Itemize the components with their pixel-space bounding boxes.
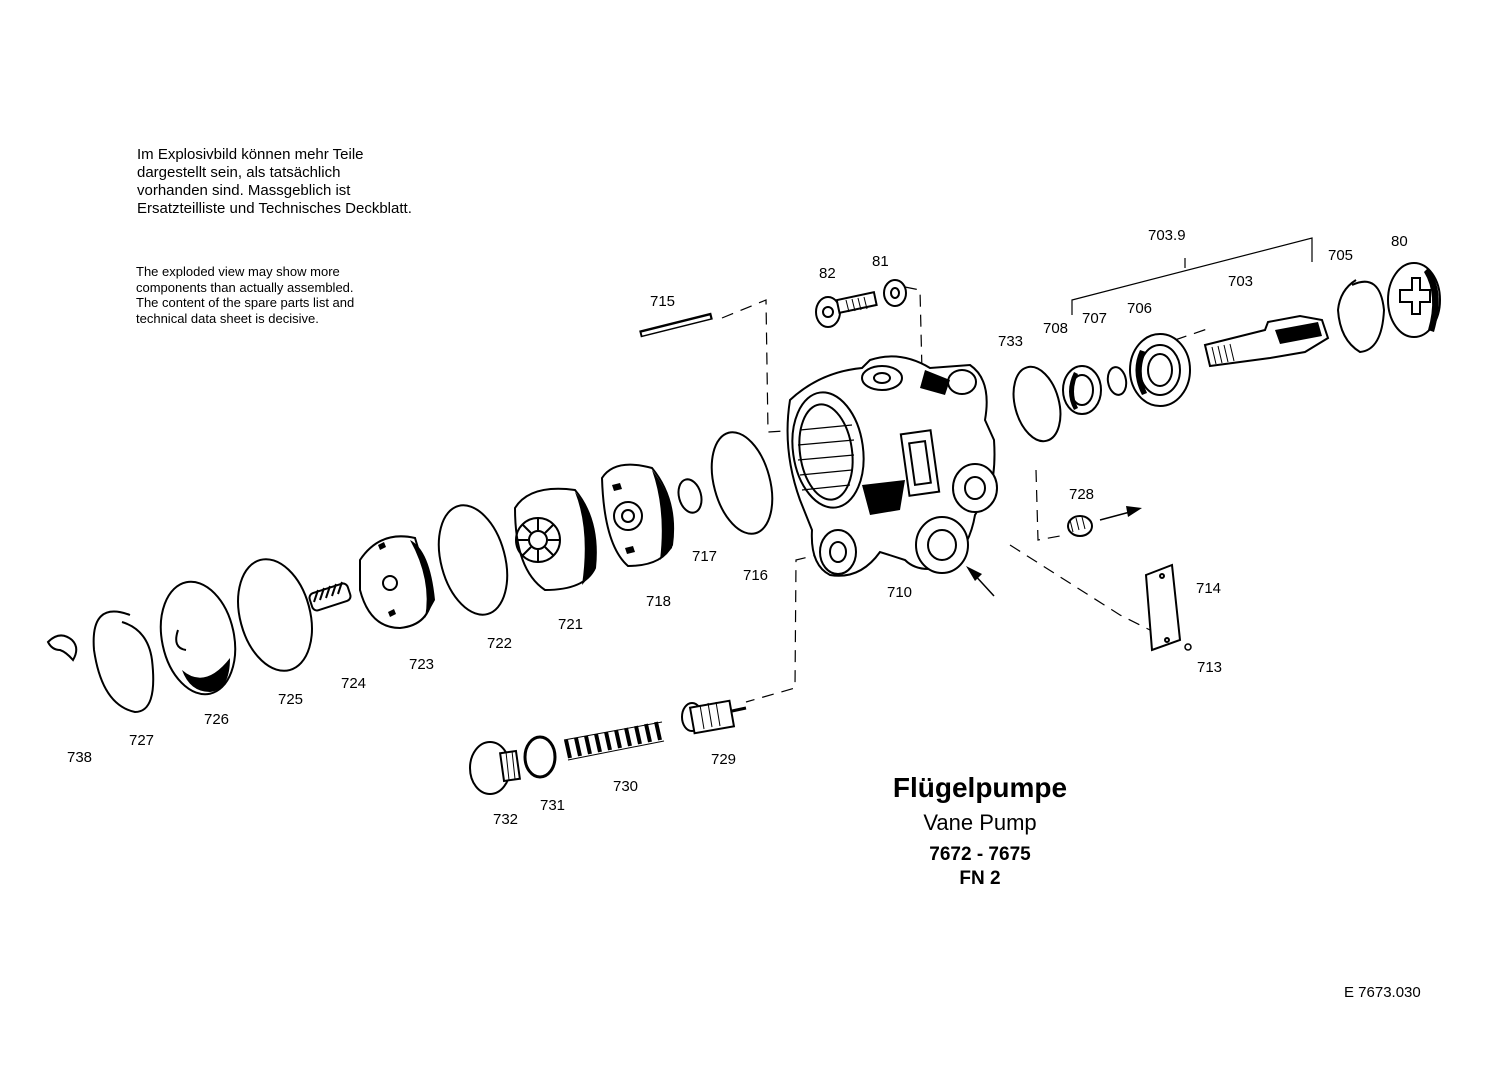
part-label: 724 xyxy=(341,675,366,692)
part-label: 716 xyxy=(743,567,768,584)
part-label: 727 xyxy=(129,732,154,749)
part-label: 721 xyxy=(558,616,583,633)
o-ring-717-icon xyxy=(677,478,703,514)
note-line: technical data sheet is decisive. xyxy=(136,310,319,326)
clip-738-icon xyxy=(46,634,78,662)
note-english: The exploded view may show more componen… xyxy=(136,264,354,326)
part-label: 723 xyxy=(409,656,434,673)
note-line: The exploded view may show more xyxy=(136,264,340,279)
note-german: Im Explosivbild können mehr Teile darges… xyxy=(137,146,412,218)
part-label: 717 xyxy=(692,548,717,565)
o-ring-725-icon xyxy=(237,558,313,672)
part-label: 82 xyxy=(819,265,836,282)
part-label: 80 xyxy=(1391,233,1408,250)
nozzle-728-icon xyxy=(1067,506,1142,537)
title-english: Vane Pump xyxy=(923,810,1037,835)
rotor-plate-718-icon xyxy=(600,463,675,568)
fn-code: FN 2 xyxy=(959,868,1001,889)
model-range: 7672 - 7675 xyxy=(929,844,1031,865)
part-label: 708 xyxy=(1043,320,1068,337)
part-label: 738 xyxy=(67,749,92,766)
note-line: Ersatzteilliste und Technisches Deckblat… xyxy=(137,200,412,217)
circlip-705-icon xyxy=(1336,279,1386,354)
part-label: 706 xyxy=(1127,300,1152,317)
coupling-cap-80-icon xyxy=(1387,262,1441,338)
assembly-lines xyxy=(721,286,1211,703)
cam-ring-721-icon xyxy=(513,487,597,592)
pin-715-icon xyxy=(639,312,713,338)
note-line: dargestellt sein, als tatsächlich xyxy=(137,164,341,181)
part-label: 81 xyxy=(872,253,889,270)
part-label: 729 xyxy=(711,751,736,768)
retaining-ring-727-icon xyxy=(92,610,155,714)
part-label: 733 xyxy=(998,333,1023,350)
part-label: 713 xyxy=(1197,659,1222,676)
group-bracket-703-9 xyxy=(1071,237,1313,315)
o-ring-716-icon xyxy=(710,431,774,535)
flow-arrow-in-icon xyxy=(966,566,995,597)
screw-82-icon xyxy=(815,291,878,328)
o-ring-722-icon xyxy=(437,504,509,616)
note-line: The content of the spare parts list and xyxy=(136,295,355,311)
seal-708-icon xyxy=(1062,365,1102,415)
part-label: 731 xyxy=(540,797,565,814)
spring-724-icon xyxy=(308,581,352,612)
title-block: Flügelpumpe Vane Pump 7672 - 7675 FN 2 xyxy=(830,772,1130,890)
note-line: components than actually assembled. xyxy=(136,279,354,295)
part-label: 722 xyxy=(487,635,512,652)
part-labels: 703.9 80 705 81 82 703 715 706 707 708 7… xyxy=(67,227,1408,828)
note-line: Im Explosivbild können mehr Teile xyxy=(137,146,364,163)
part-label: 707 xyxy=(1082,310,1107,327)
washer-81-icon xyxy=(883,279,907,307)
plug-732-icon xyxy=(469,741,522,795)
valve-insert-729-icon xyxy=(681,699,747,735)
part-label: 726 xyxy=(204,711,229,728)
part-label: 730 xyxy=(613,778,638,795)
part-label: 714 xyxy=(1196,580,1221,597)
spring-730-icon xyxy=(563,721,665,761)
part-label: 703.9 xyxy=(1148,227,1186,244)
part-label: 718 xyxy=(646,593,671,610)
ball-bearing-706-icon xyxy=(1129,333,1191,407)
note-line: vorhanden sind. Massgeblich ist xyxy=(137,182,351,199)
part-label: 715 xyxy=(650,293,675,310)
part-label: 703 xyxy=(1228,273,1253,290)
part-label: 705 xyxy=(1328,247,1353,264)
o-ring-733-icon xyxy=(1012,365,1062,443)
pressure-plate-723-icon xyxy=(359,535,435,630)
cover-726-icon xyxy=(159,580,237,696)
part-label: 732 xyxy=(493,811,518,828)
nameplate-714-icon xyxy=(1144,563,1182,652)
part-label: 710 xyxy=(887,584,912,601)
title-german: Flügelpumpe xyxy=(892,772,1068,803)
rivet-713-icon xyxy=(1184,643,1192,651)
ring-707-icon xyxy=(1106,366,1128,396)
drawing-reference: E 7673.030 xyxy=(1344,984,1421,1001)
shaft-703-icon xyxy=(1203,314,1330,368)
part-label: 728 xyxy=(1069,486,1094,503)
part-label: 725 xyxy=(278,691,303,708)
pump-housing-710-icon xyxy=(786,355,998,577)
seal-ring-731-icon xyxy=(523,735,557,779)
